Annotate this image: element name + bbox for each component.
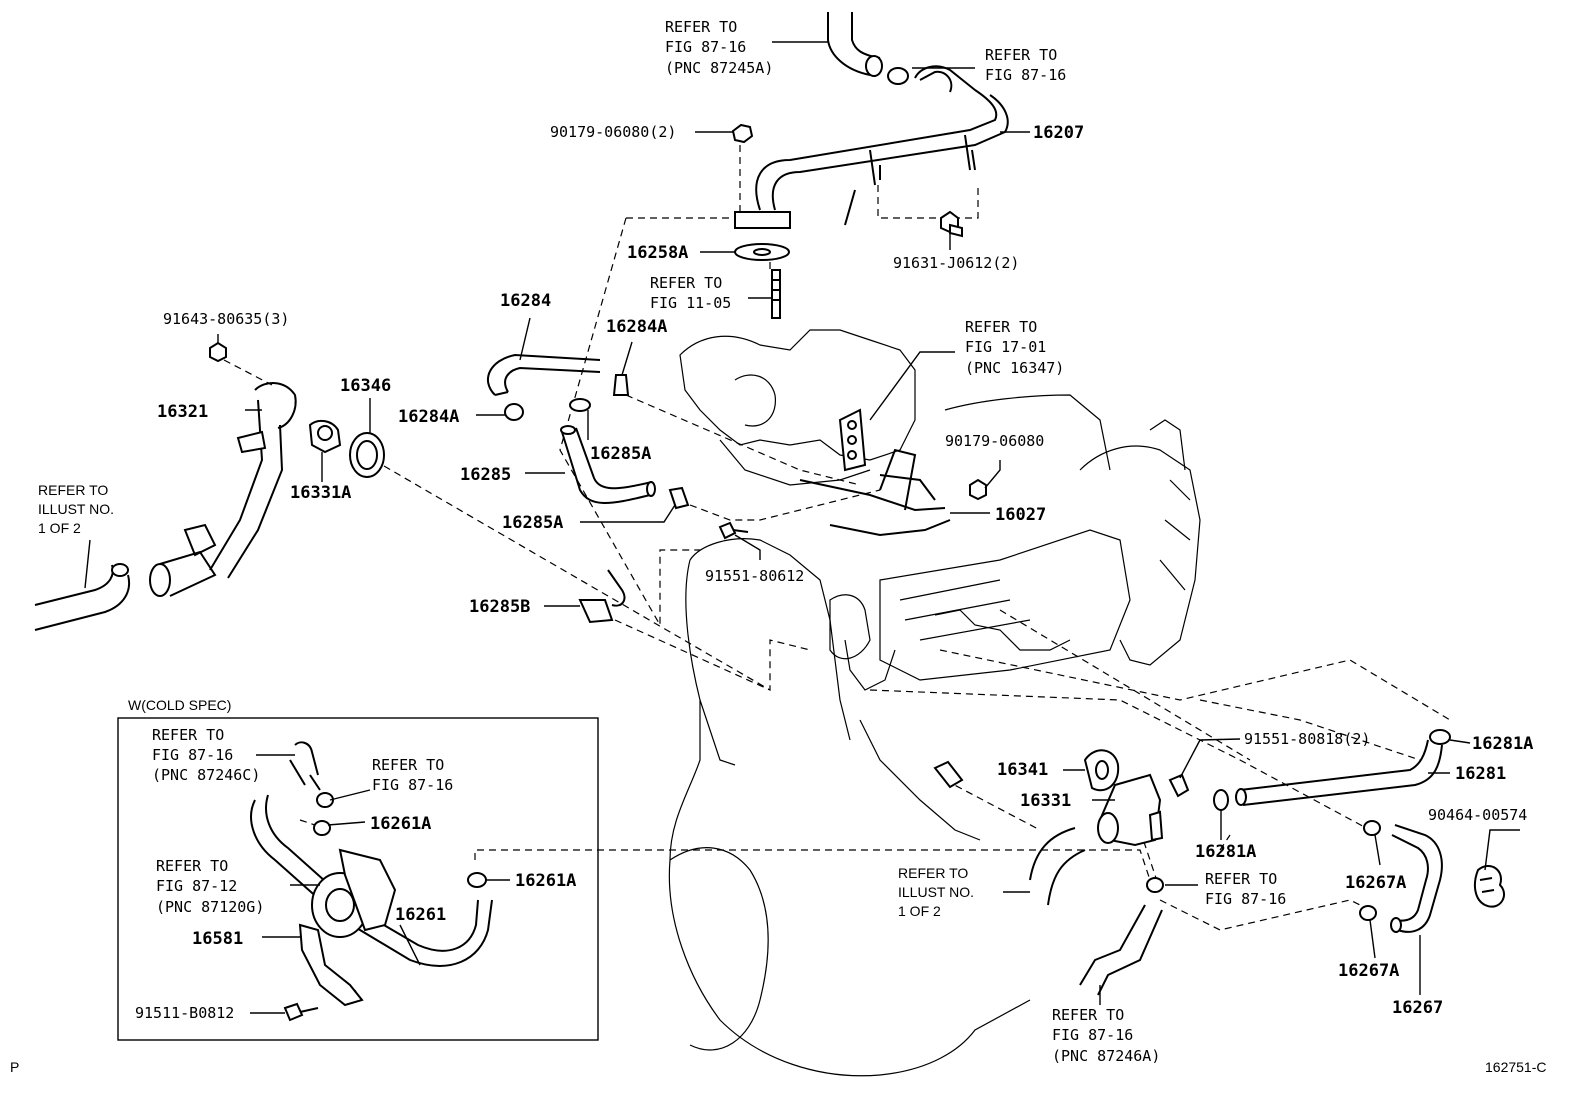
gasket-16258a <box>734 243 790 261</box>
part-90179-06080: 90179-06080 <box>945 432 1044 450</box>
refer-87246a-line1: REFER TO <box>1052 1006 1124 1024</box>
refer-illust-left-line1: REFER TO <box>38 482 108 498</box>
refer-17-01-line3: (PNC 16347) <box>965 359 1064 377</box>
part-16331: 16331 <box>1020 791 1071 811</box>
part-91511-b0812: 91511-B0812 <box>135 1004 234 1022</box>
heater-hose-lower <box>1079 877 1164 996</box>
refer-11-05-line1: REFER TO <box>650 274 722 292</box>
part-16267: 16267 <box>1392 998 1443 1018</box>
refer-87245a-line2: FIG 87-16 <box>665 38 746 56</box>
refer-87245a-line3: (PNC 87245A) <box>665 59 773 77</box>
bolt-91643-80635 <box>209 341 227 363</box>
refer-11-05-line2: FIG 11-05 <box>650 294 731 312</box>
part-16281a-low: 16281A <box>1195 842 1256 862</box>
water-pipe-16027 <box>799 408 951 537</box>
refer-illust-left-line3: 1 OF 2 <box>38 520 81 536</box>
part-16321: 16321 <box>157 402 208 422</box>
refer-87-16-right-line1: REFER TO <box>1205 870 1277 888</box>
part-91551-80818-2: 91551-80818(2) <box>1244 730 1370 748</box>
refer-87-12-line1: REFER TO <box>156 857 228 875</box>
refer-87246c-line1: REFER TO <box>152 726 224 744</box>
fitting-16285b <box>578 569 626 624</box>
bolt-91631-j0612 <box>940 210 963 238</box>
stud-refer-11-05 <box>771 269 781 319</box>
hose-16285 <box>560 425 656 504</box>
thermostat-16331a <box>308 419 342 454</box>
nut-90179-06080-single <box>969 478 987 501</box>
refer-87246a-line3: (PNC 87246A) <box>1052 1047 1160 1065</box>
refer-87-16-box-line1: REFER TO <box>372 756 444 774</box>
cold-spec-title: W(COLD SPEC) <box>128 697 231 713</box>
part-16267a-top: 16267A <box>1345 873 1406 893</box>
refer-illust-right-line1: REFER TO <box>898 865 968 881</box>
part-16267a-low: 16267A <box>1338 961 1399 981</box>
hose-16281 <box>1235 739 1443 806</box>
refer-87-12-line3: (PNC 87120G) <box>156 898 264 916</box>
part-90464-00574: 90464-00574 <box>1428 806 1527 824</box>
refer-illust-left-line2: ILLUST NO. <box>38 501 114 517</box>
bolt-91551-80818 <box>1168 773 1190 798</box>
hose-16267 <box>1390 824 1443 933</box>
refer-87-12-line2: FIG 87-12 <box>156 877 237 895</box>
part-16285b: 16285B <box>469 597 530 617</box>
part-16284a-top: 16284A <box>606 317 667 337</box>
refer-87246a-line2: FIG 87-16 <box>1052 1026 1133 1044</box>
refer-87-16-top-line1: REFER TO <box>985 46 1057 64</box>
refer-87-16-box-line2: FIG 87-16 <box>372 776 453 794</box>
right-radiator-hose <box>1029 827 1086 906</box>
part-16281a-top: 16281A <box>1472 734 1533 754</box>
hose-16284 <box>486 353 601 396</box>
part-91551-80612: 91551-80612 <box>705 567 804 585</box>
refer-17-01-line2: FIG 17-01 <box>965 338 1046 356</box>
part-16207: 16207 <box>1033 123 1084 143</box>
label-leaders <box>84 41 1520 1014</box>
figure-id: 162751-C <box>1485 1059 1547 1075</box>
refer-87-16-top-line2: FIG 87-16 <box>985 66 1066 84</box>
water-inlet-16331 <box>1097 773 1164 847</box>
clamp-16281a <box>1213 729 1451 811</box>
cold-spec-box <box>117 717 599 1041</box>
nut-90179-06080 <box>731 123 754 144</box>
part-16261: 16261 <box>395 905 446 925</box>
clamp-16284a <box>504 374 630 421</box>
part-90179-06080-2: 90179-06080(2) <box>550 123 676 141</box>
part-16341: 16341 <box>997 760 1048 780</box>
clamp-16267a <box>1359 820 1381 921</box>
part-16346: 16346 <box>340 376 391 396</box>
part-16285: 16285 <box>460 465 511 485</box>
refer-87-16-right-line2: FIG 87-16 <box>1205 890 1286 908</box>
refer-87246c-line2: FIG 87-16 <box>152 746 233 764</box>
left-radiator-hose <box>34 563 130 631</box>
gasket-16341 <box>1083 749 1120 792</box>
part-16281: 16281 <box>1455 764 1506 784</box>
refer-17-01-line1: REFER TO <box>965 318 1037 336</box>
refer-87245a-line1: REFER TO <box>665 18 737 36</box>
gasket-16346 <box>349 432 385 478</box>
part-16284: 16284 <box>500 291 551 311</box>
part-16258a: 16258A <box>627 243 688 263</box>
part-16581: 16581 <box>192 929 243 949</box>
part-16285a-low: 16285A <box>502 513 563 533</box>
part-16284a-left: 16284A <box>398 407 459 427</box>
part-16261a-box: 16261A <box>370 814 431 834</box>
part-16027: 16027 <box>995 505 1046 525</box>
corner-p-mark: P <box>10 1059 19 1075</box>
part-16285a-right: 16285A <box>590 444 651 464</box>
part-16261a-right: 16261A <box>515 871 576 891</box>
refer-illust-right-line2: ILLUST NO. <box>898 884 974 900</box>
clamp-16285a <box>569 398 690 510</box>
part-91631-j0612-2: 91631-J0612(2) <box>893 254 1019 272</box>
refer-illust-right-line3: 1 OF 2 <box>898 903 941 919</box>
clip-90464-00574 <box>1473 865 1505 908</box>
water-pipe-16207 <box>734 65 1009 229</box>
refer-87246c-line3: (PNC 87246C) <box>152 766 260 784</box>
upper-hose <box>827 12 909 85</box>
part-91643-80635-3: 91643-80635(3) <box>163 310 289 328</box>
bolt-91551-80612 <box>718 521 749 540</box>
pipe-piece <box>933 760 964 789</box>
part-16331a: 16331A <box>290 483 351 503</box>
water-outlet-16321 <box>149 382 297 597</box>
engine-outline <box>668 329 1201 1077</box>
